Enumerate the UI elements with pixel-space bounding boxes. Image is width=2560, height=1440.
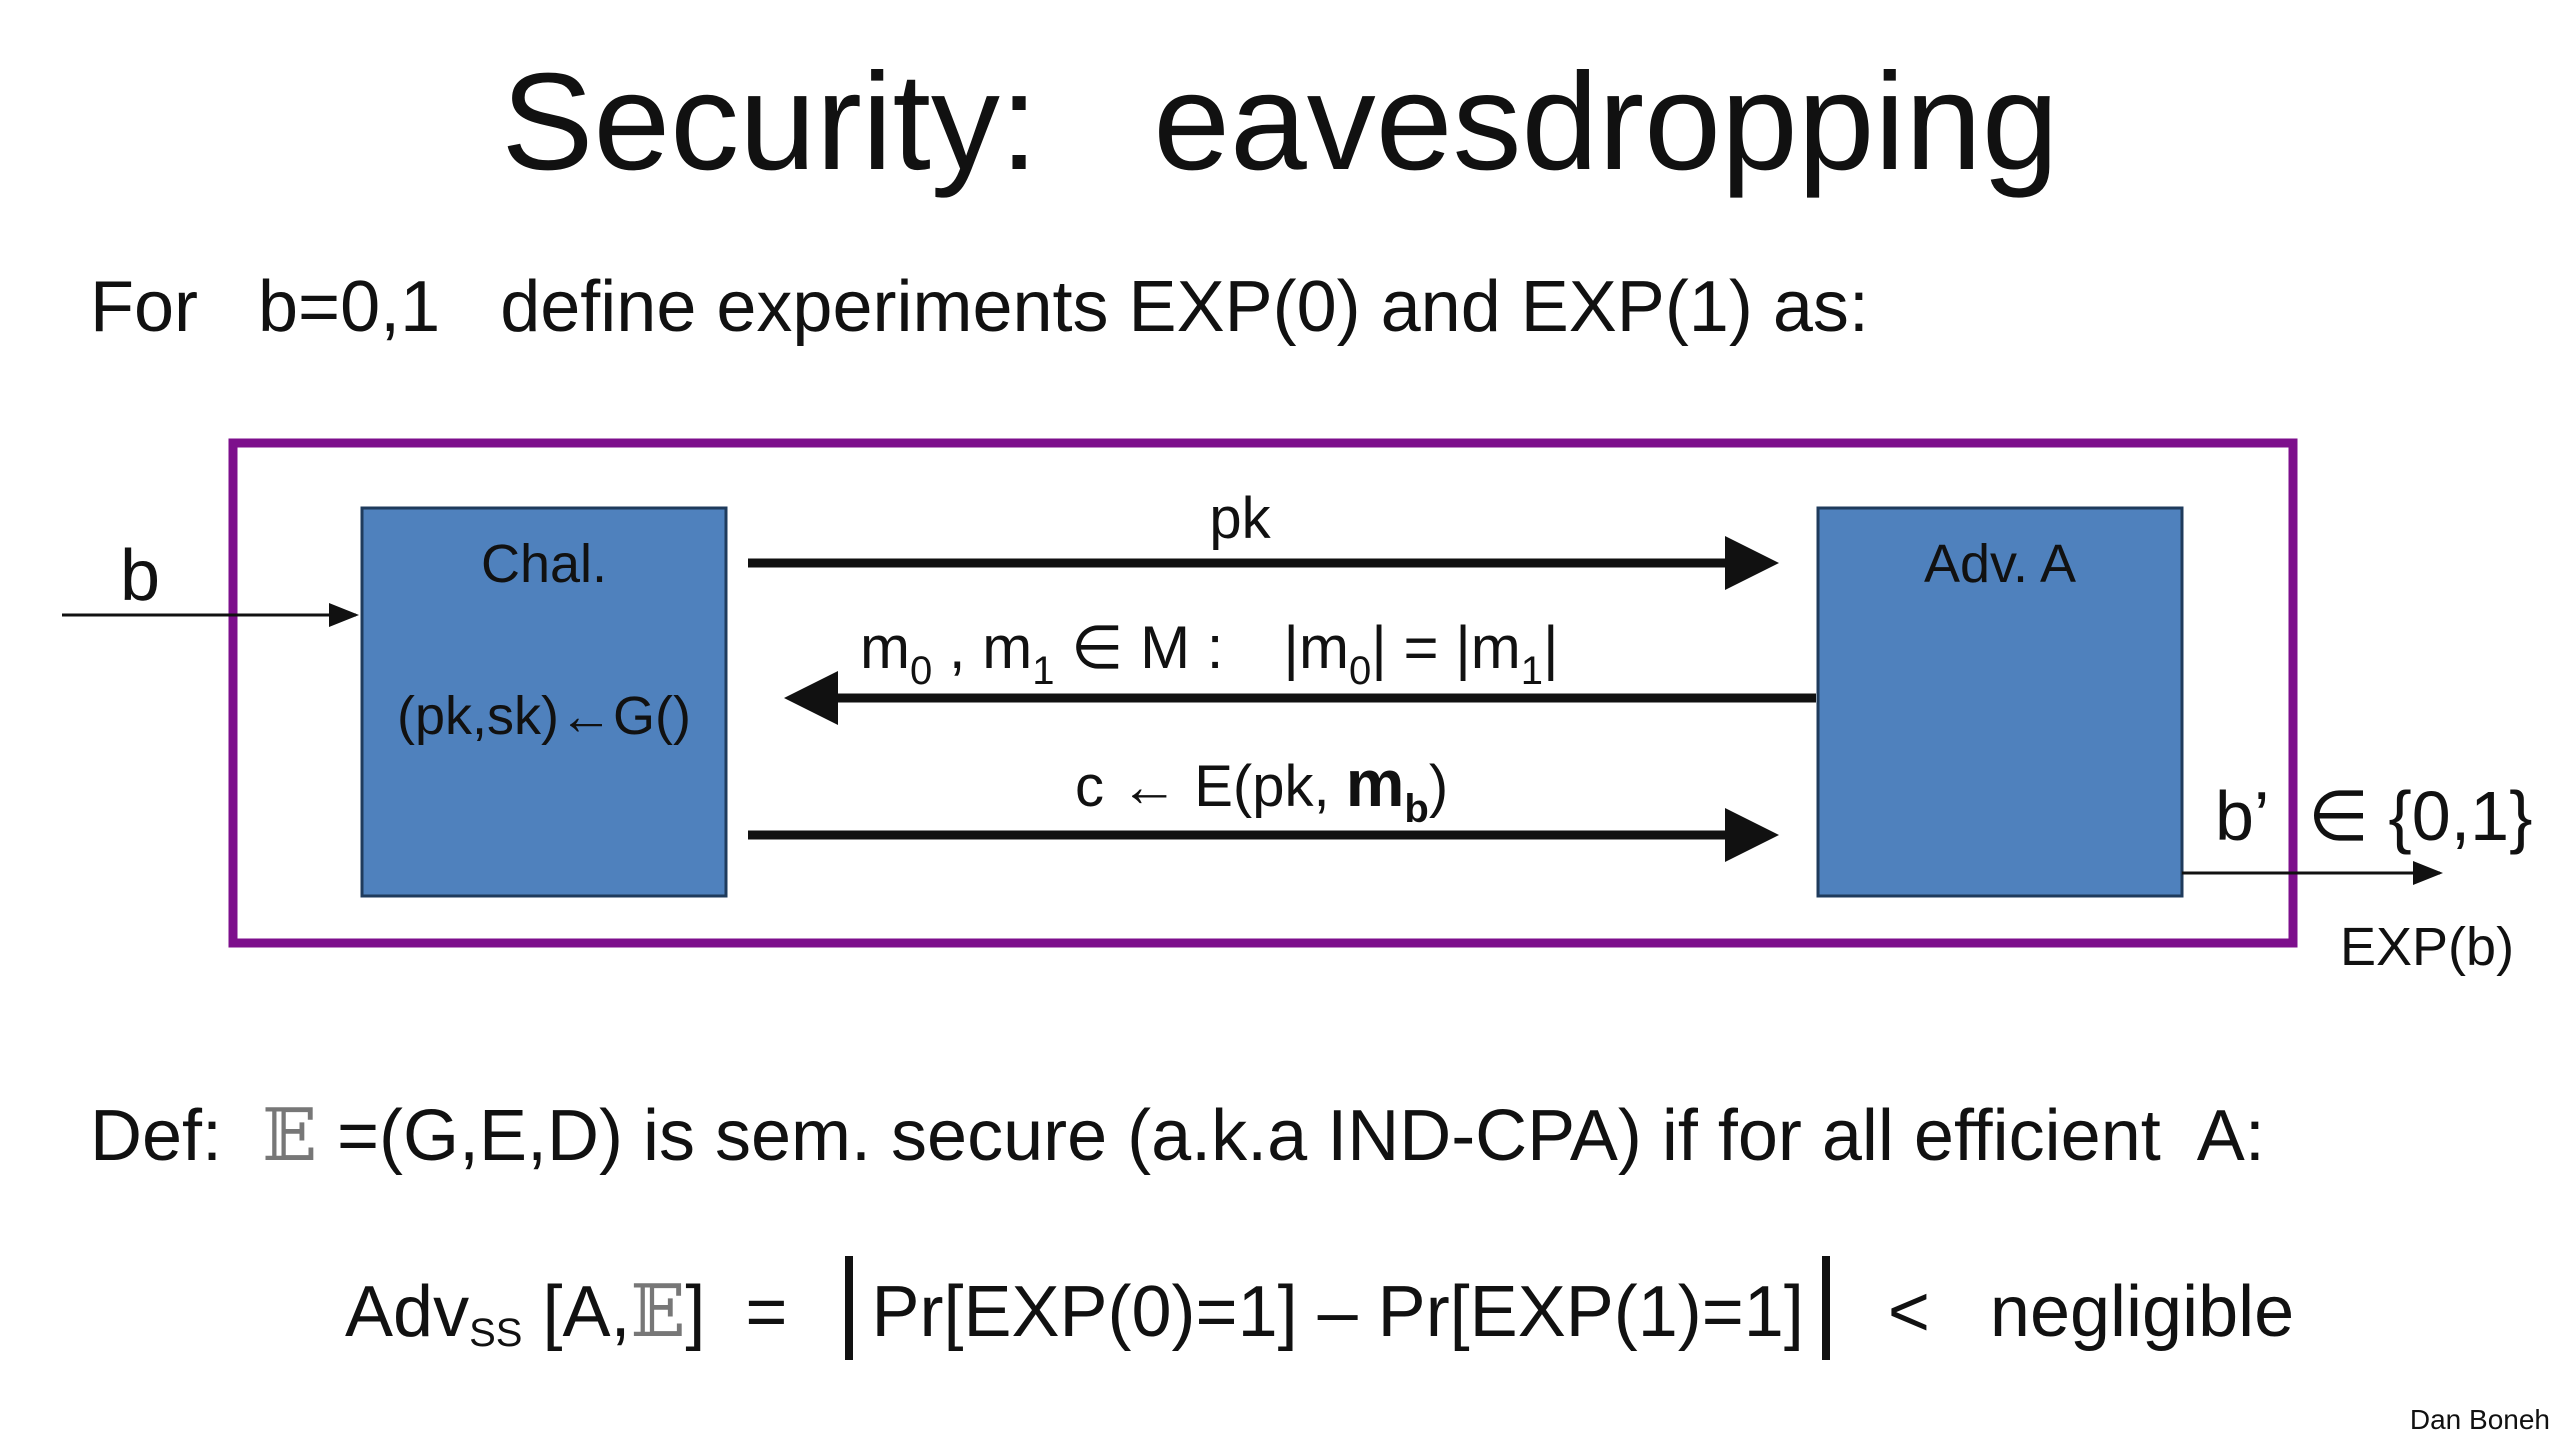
adv-args-open: [A, — [522, 1272, 631, 1352]
output-exp-label: EXP(b) — [2340, 917, 2514, 977]
output-range: ∈ {0,1} — [2308, 777, 2533, 855]
ciphertext-label: c ← E(pk, mb) — [1075, 746, 1448, 831]
adv-scheme-symbol: 𝔼 — [630, 1269, 686, 1353]
abs-bar-right — [1821, 1256, 1830, 1360]
pk-label: pk — [1209, 486, 1271, 551]
definition-line: Def: 𝔼 =(G,E,D) is sem. secure (a.k.a IN… — [90, 1090, 2265, 1181]
messages-label: m0 , m1 ∈ M :|m0| = |m1| — [860, 614, 1559, 693]
adversary-label: Adv. A — [1924, 534, 2076, 594]
adversary-box — [1816, 506, 2184, 898]
adv-subscript: SS — [469, 1311, 523, 1355]
abs-bar-left — [845, 1256, 854, 1360]
adv-args-close: ] = — [685, 1272, 788, 1352]
scheme-symbol: 𝔼 — [262, 1093, 317, 1177]
advantage-formula: AdvSS [A,𝔼] = Pr[EXP(0)=1] – Pr[EXP(1)=1… — [345, 1256, 2294, 1383]
author-credit: Dan Boneh — [2409, 1404, 2550, 1435]
negligible-text: negligible — [1989, 1272, 2295, 1352]
challenger-box — [360, 506, 728, 898]
probability-difference: Pr[EXP(0)=1] – Pr[EXP(1)=1] — [871, 1272, 1804, 1352]
def-label: Def: — [90, 1096, 223, 1176]
definition-text: =(G,E,D) is sem. secure (a.k.a IND-CPA) … — [316, 1096, 2265, 1176]
adv-label: Adv — [345, 1272, 470, 1352]
slide-title: Security: eavesdropping — [501, 45, 2059, 199]
experiment-frame — [228, 438, 2298, 948]
intro-text: For b=0,1 define experiments EXP(0) and … — [90, 267, 1869, 347]
output-bprime: b’ — [2215, 777, 2269, 855]
less-than-symbol: < — [1887, 1272, 1930, 1352]
challenger-label: Chal. — [481, 534, 607, 594]
challenger-keygen: (pk,sk)←G() — [397, 686, 691, 746]
input-b-label: b — [120, 536, 160, 616]
